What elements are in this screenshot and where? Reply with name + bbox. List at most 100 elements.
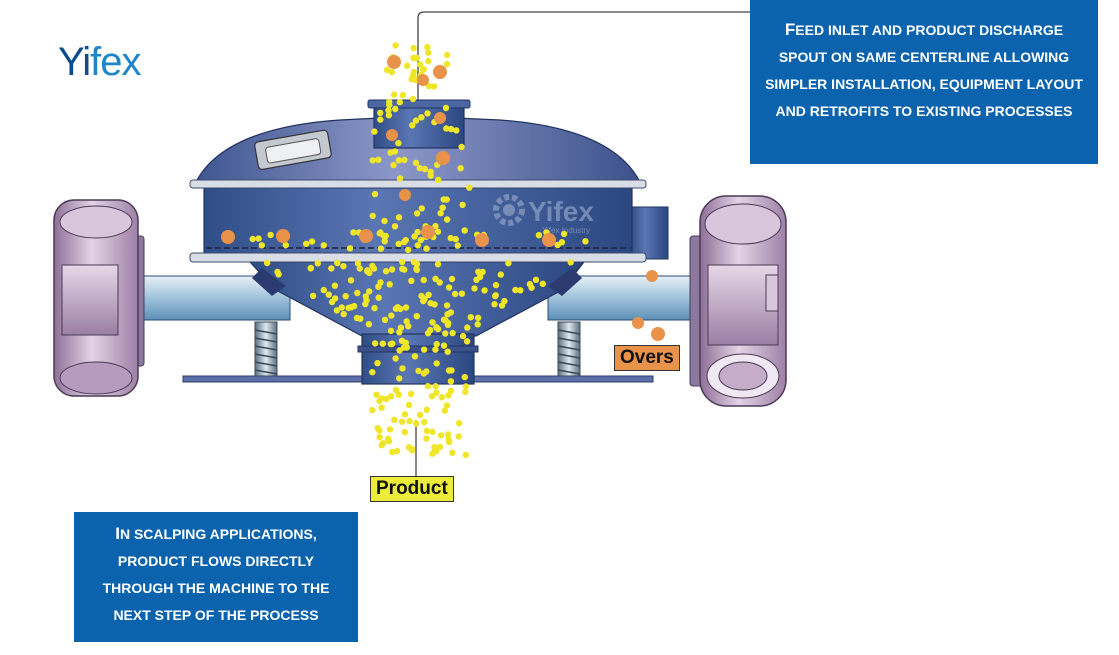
overs-particle — [417, 74, 429, 86]
product-particle — [438, 394, 445, 401]
product-particle — [512, 286, 519, 294]
product-particle — [437, 432, 445, 439]
product-particle — [386, 281, 393, 288]
product-particle — [567, 259, 574, 266]
product-particle — [416, 411, 424, 419]
product-particle — [371, 304, 378, 312]
product-particle — [340, 263, 347, 270]
product-particle — [395, 391, 402, 398]
product-particle — [399, 258, 406, 266]
watermark-text: Yifex — [528, 196, 594, 227]
product-particle — [421, 418, 428, 426]
product-particle — [384, 435, 392, 442]
product-particle — [413, 420, 420, 427]
bottom-hopper — [248, 261, 586, 337]
product-particle — [423, 406, 430, 413]
product-particle — [282, 241, 289, 249]
overs-particle — [433, 65, 447, 79]
product-particle — [348, 304, 355, 311]
product-particle — [403, 318, 410, 325]
product-particle — [462, 388, 469, 395]
product-particle — [392, 42, 399, 49]
product-particle — [424, 44, 431, 51]
product-particle — [539, 280, 546, 287]
product-particle — [445, 436, 452, 443]
product-particle — [459, 332, 467, 340]
product-particle — [386, 426, 394, 433]
product-label: Product — [370, 476, 454, 502]
product-particle — [492, 292, 499, 300]
product-particle — [338, 304, 345, 311]
gear-icon — [493, 194, 525, 226]
product-particle — [379, 340, 386, 347]
product-particle — [434, 228, 442, 235]
product-particle — [388, 266, 396, 273]
product-particle — [382, 232, 389, 240]
product-particle — [413, 260, 421, 268]
product-particle — [421, 165, 428, 173]
product-particle — [425, 291, 432, 298]
product-particle — [416, 164, 423, 172]
product-particle — [424, 110, 431, 117]
product-particle — [481, 287, 488, 294]
overs-particle — [359, 229, 373, 243]
product-particle — [366, 288, 373, 295]
product-particle — [354, 289, 361, 297]
product-particle — [449, 449, 456, 456]
product-particle — [451, 290, 459, 298]
product-particle — [385, 112, 393, 119]
product-particle — [346, 245, 354, 252]
product-particle — [432, 222, 439, 230]
product-particle — [411, 54, 419, 62]
product-particle — [389, 340, 396, 347]
product-particle — [382, 268, 390, 275]
product-particle — [400, 344, 408, 351]
product-particle — [430, 83, 438, 90]
product-particle — [436, 279, 443, 286]
overs-particle — [387, 55, 401, 69]
overs-label: Overs — [614, 345, 680, 371]
overs-particle — [475, 233, 489, 247]
product-particle — [433, 389, 440, 396]
product-particle — [411, 233, 418, 240]
product-particle — [409, 122, 416, 129]
product-particle — [385, 106, 392, 114]
product-particle — [411, 353, 419, 360]
product-particle — [308, 238, 316, 245]
product-particle — [429, 428, 436, 435]
product-particle — [401, 411, 409, 418]
product-particle — [442, 104, 450, 112]
overs-particle — [542, 233, 556, 247]
product-particle — [417, 236, 424, 244]
product-particle — [423, 435, 430, 442]
logo-part-yi: Yi — [58, 40, 91, 84]
product-particle — [432, 383, 439, 390]
product-particle — [413, 313, 420, 320]
product-particle — [274, 268, 281, 276]
product-particle — [535, 232, 543, 239]
product-particle — [376, 434, 383, 441]
product-particle — [371, 128, 378, 135]
product-particle — [369, 212, 376, 220]
product-particle — [491, 301, 498, 308]
product-particle — [443, 51, 451, 59]
product-particle — [423, 427, 430, 435]
product-particle — [427, 172, 434, 179]
product-particle — [452, 235, 459, 243]
product-particle — [433, 340, 440, 348]
product-particle — [369, 406, 376, 414]
product-particle — [436, 443, 444, 451]
product-particle — [414, 242, 421, 249]
overs-particle — [436, 151, 450, 165]
product-particle — [420, 276, 427, 284]
product-particle — [501, 297, 508, 305]
product-particle — [517, 287, 524, 294]
product-particle — [532, 276, 540, 283]
product-particle — [473, 276, 480, 283]
product-particle — [433, 360, 440, 367]
product-particle — [456, 420, 463, 427]
product-particle — [397, 305, 404, 313]
product-particle — [424, 330, 432, 337]
product-particle — [354, 260, 362, 267]
product-particle — [331, 295, 339, 302]
